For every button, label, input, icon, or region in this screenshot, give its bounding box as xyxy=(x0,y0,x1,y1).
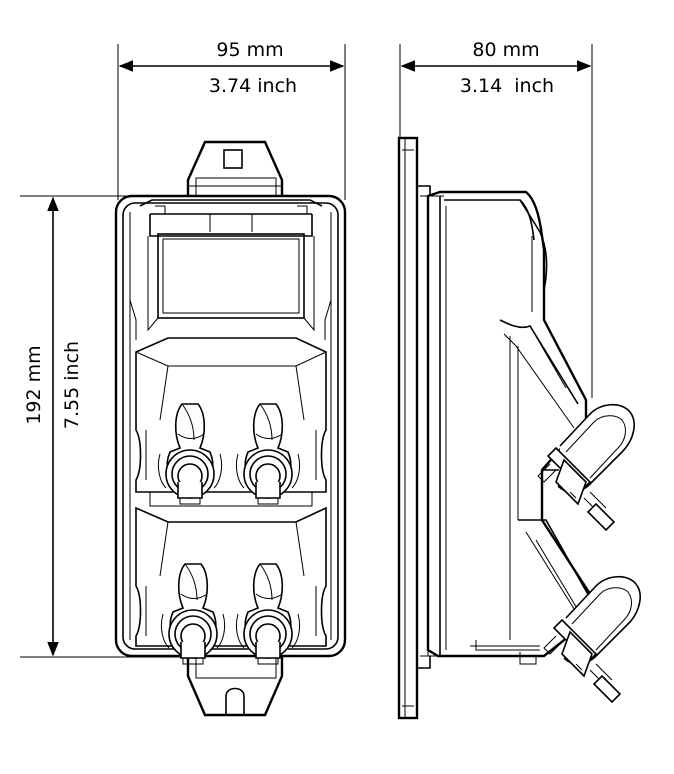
depth-imperial-label: 3.14 inch xyxy=(460,75,554,97)
depth-metric-label: 80 mm xyxy=(472,39,539,61)
front-view xyxy=(114,140,347,717)
height-metric-label: 192 mm xyxy=(23,345,45,424)
width-imperial-label: 3.74 inch xyxy=(209,75,297,97)
side-view xyxy=(397,136,641,720)
height-imperial-label: 7.55 inch xyxy=(61,341,83,429)
depth-dimension: 80 mm 3.14 inch xyxy=(399,39,593,398)
width-metric-label: 95 mm xyxy=(216,39,283,61)
width-dimension: 95 mm 3.74 inch xyxy=(117,39,346,200)
